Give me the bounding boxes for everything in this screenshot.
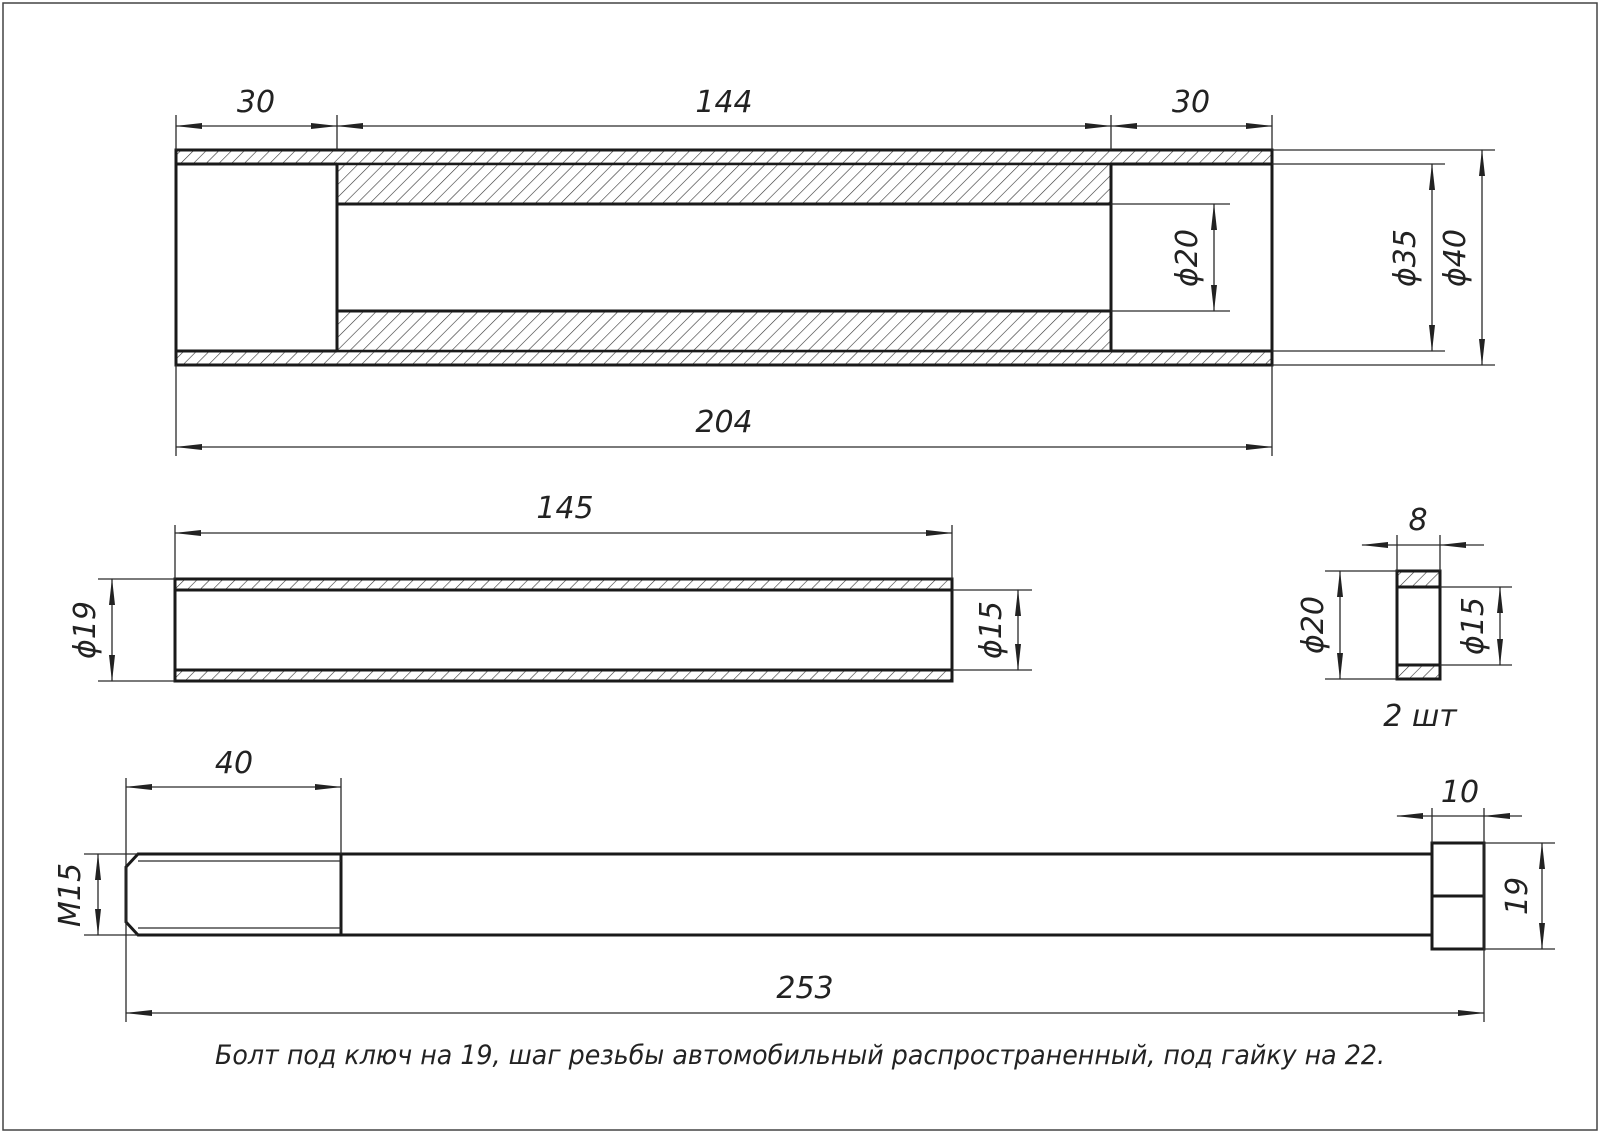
washer-quantity: 2 шт xyxy=(1383,699,1458,734)
bolt-note: Болт под ключ на 19, шаг резьбы автомоби… xyxy=(215,1040,1385,1071)
tube-core-top xyxy=(335,162,1113,206)
sleeve-dimensions: 145 ϕ19 ϕ15 xyxy=(68,491,1032,682)
sleeve-dia-inner: ϕ15 xyxy=(974,601,1009,659)
tube-dim-middle: 144 xyxy=(695,85,752,120)
washer-dia-inner: ϕ15 xyxy=(1456,597,1491,655)
sleeve-wall-bottom xyxy=(173,668,954,683)
washer-dimensions: 8 ϕ20 ϕ15 2 шт xyxy=(1296,503,1512,734)
washer-dia-outer: ϕ20 xyxy=(1296,596,1331,654)
tube-part xyxy=(174,148,1274,367)
sleeve-dim-length: 145 xyxy=(536,491,593,526)
tube-dia-outer: ϕ40 xyxy=(1438,229,1473,287)
washer-dim-width: 8 xyxy=(1408,503,1427,538)
sleeve-wall-top xyxy=(173,577,954,592)
washer-outline xyxy=(1395,569,1442,681)
tube-dimensions: 30 144 30 204 ϕ20 ϕ35 ϕ40 xyxy=(175,85,1495,456)
tube-dia-inner: ϕ20 xyxy=(1170,229,1205,287)
bolt-head-size: 19 xyxy=(1500,877,1535,915)
sleeve-outline xyxy=(173,577,954,683)
tube-core-bottom xyxy=(335,309,1113,353)
washer-wall-top xyxy=(1395,569,1442,589)
washer-wall-bottom xyxy=(1395,663,1442,681)
bolt-shank xyxy=(124,852,1434,937)
bolt-dimensions: 40 M15 10 19 253 xyxy=(53,746,1555,1022)
tube-wall-top xyxy=(174,148,1274,166)
tube-dim-left: 30 xyxy=(237,85,275,120)
bolt-thread-size: M15 xyxy=(53,863,88,927)
tube-dia-bore: ϕ35 xyxy=(1388,229,1423,287)
tube-dim-total: 204 xyxy=(695,405,752,440)
tube-wall-bottom xyxy=(174,349,1274,367)
bolt-dim-head: 10 xyxy=(1441,775,1479,810)
sleeve-part xyxy=(173,577,954,683)
sleeve-dia-outer: ϕ19 xyxy=(68,601,103,659)
tube-dim-right: 30 xyxy=(1172,85,1210,120)
bolt-part xyxy=(124,841,1486,951)
tube-outline xyxy=(174,148,1274,367)
bolt-dim-total: 253 xyxy=(776,971,833,1006)
bolt-dim-thread: 40 xyxy=(215,746,253,781)
washer-part xyxy=(1395,569,1442,681)
